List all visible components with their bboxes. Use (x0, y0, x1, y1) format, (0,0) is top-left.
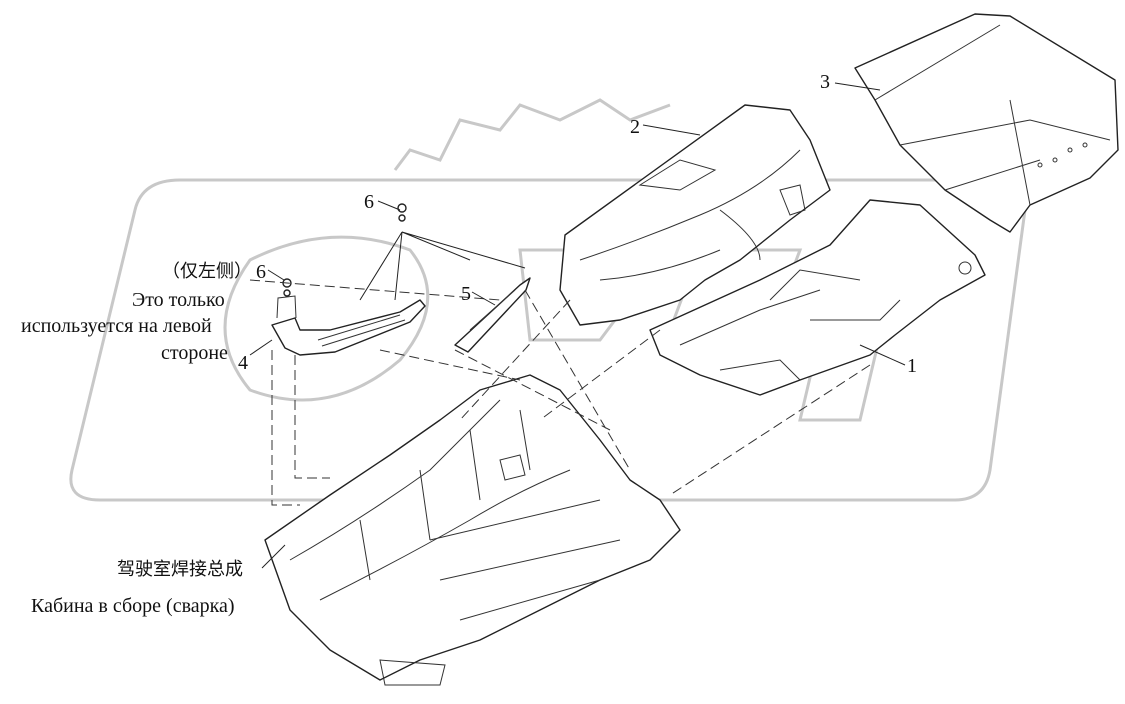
note-left-side-cn: （仅左侧） (162, 261, 252, 281)
fastener-6-left (282, 278, 292, 297)
note-left-side-ru-2: используется на левой (21, 315, 212, 337)
part-1-floor-mat (649, 199, 986, 396)
note-left-side-ru-3: стороне (161, 342, 228, 364)
part-4-step-plate (271, 295, 426, 356)
callout-1: 1 (907, 355, 917, 377)
callout-3: 3 (820, 71, 830, 93)
callout-6-left: 6 (256, 261, 266, 283)
callout-5: 5 (461, 283, 471, 305)
part-3-rear-panel (854, 13, 1119, 233)
note-cab-cn: 驾驶室焊接总成 (117, 559, 243, 579)
callout-4: 4 (238, 352, 248, 374)
note-cab-ru: Кабина в сборе (сварка) (31, 595, 235, 617)
leader-lines (249, 82, 906, 569)
cab-weld-assembly (264, 374, 681, 686)
fastener-6-top (397, 203, 407, 222)
part-2-tunnel-cover (559, 104, 831, 326)
callout-2: 2 (630, 116, 640, 138)
note-left-side-ru-1: Это только (132, 289, 225, 311)
callout-6-top: 6 (364, 191, 374, 213)
part-5-bracket (454, 277, 531, 353)
assembly-lines (249, 231, 871, 506)
